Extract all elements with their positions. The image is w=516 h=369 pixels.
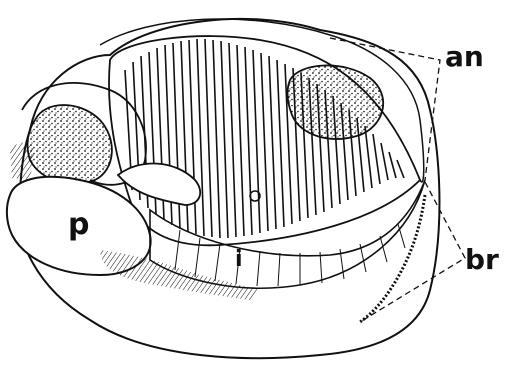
label-br: br xyxy=(465,246,499,274)
label-i: i xyxy=(235,249,243,271)
label-an: an xyxy=(445,43,484,71)
label-p: p xyxy=(68,210,89,240)
left-edge-hatching xyxy=(10,143,35,181)
adductor-muscle-posterior xyxy=(288,65,384,138)
gill-filaments xyxy=(125,39,404,238)
adductor-muscle-anterior xyxy=(28,105,112,184)
